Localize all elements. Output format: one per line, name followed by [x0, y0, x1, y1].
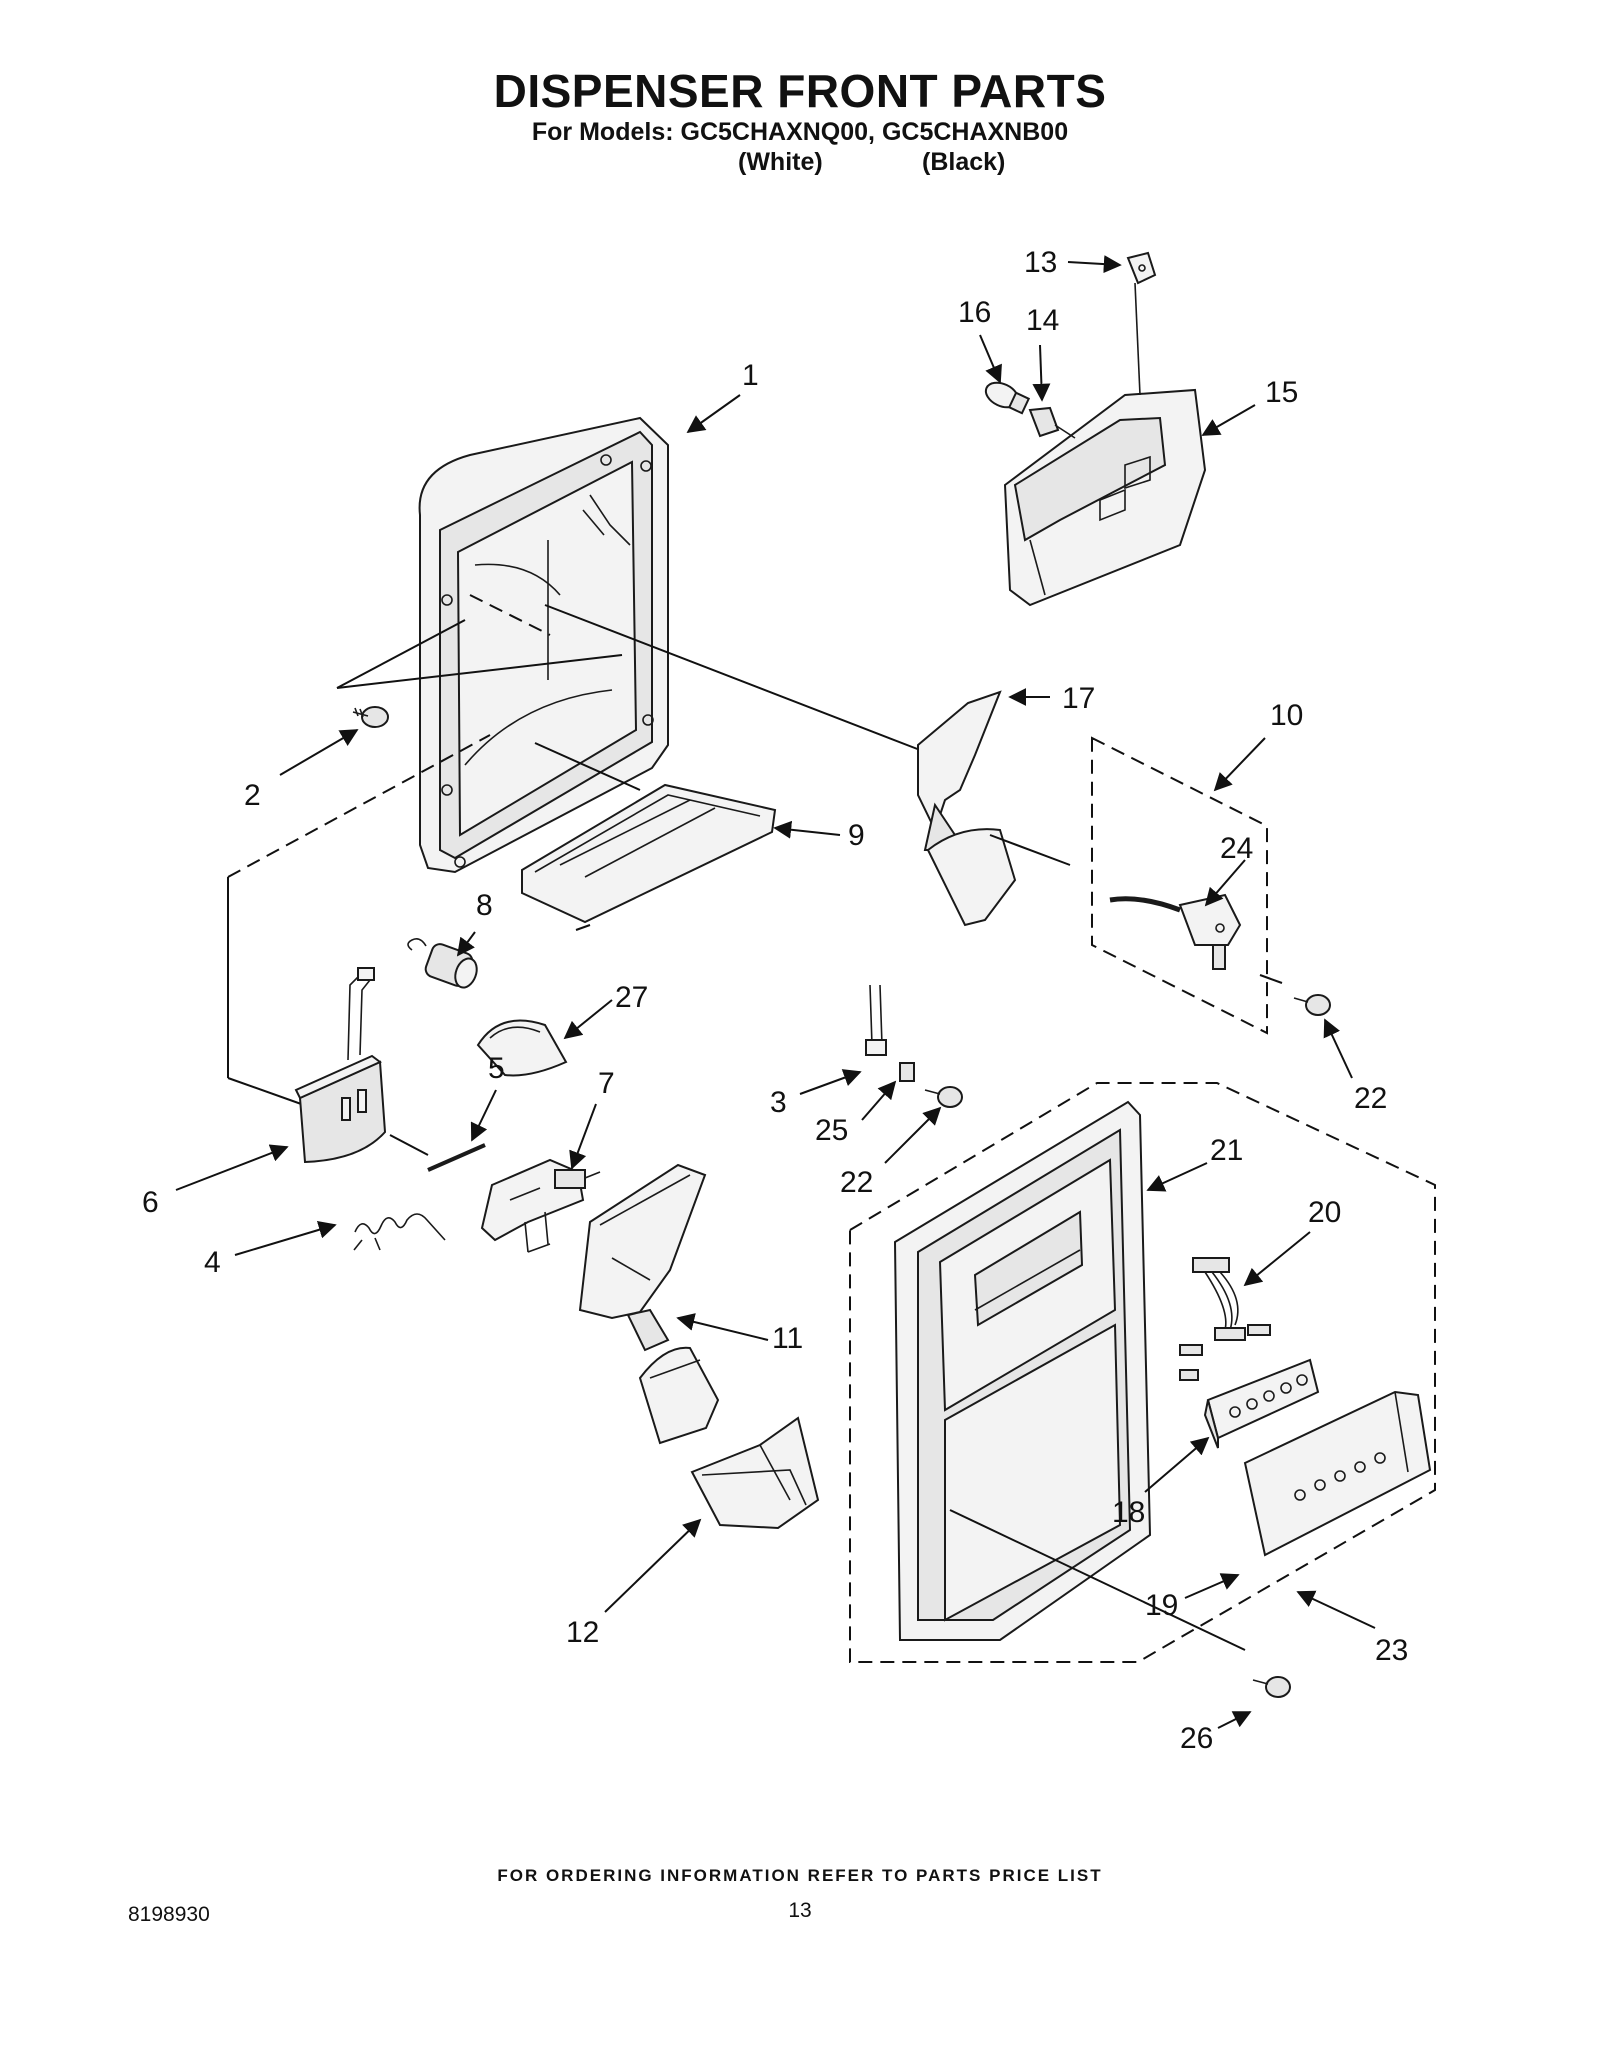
callout-22-right: 22: [1354, 1082, 1387, 1115]
clip-part-3: [865, 984, 887, 1056]
callout-25: 25: [815, 1114, 848, 1147]
connector-line: [534, 742, 641, 791]
solenoid-part-8: [407, 938, 478, 989]
callout-13: 13: [1024, 246, 1057, 279]
callout-4: 4: [204, 1246, 221, 1279]
dashed-connector: [469, 594, 551, 636]
clip-part-13: [1126, 251, 1157, 285]
connector-line: [544, 604, 921, 751]
callout-26: 26: [1180, 1722, 1213, 1755]
variant-black: (Black): [922, 148, 1006, 176]
callout-3: 3: [770, 1086, 787, 1119]
dispenser-front-part-21: [893, 1100, 1246, 1651]
switch-box-part-6: [294, 967, 387, 1164]
callout-27: 27: [615, 981, 648, 1014]
page-number: 13: [788, 1899, 812, 1922]
lever-bracket-part-7: [480, 1158, 601, 1253]
screw-part-22-middle: [924, 1086, 963, 1108]
callout-2: 2: [244, 779, 261, 812]
water-lever-part-17: [917, 690, 1071, 927]
ice-lever-part-11: [578, 1163, 720, 1445]
callout-23: 23: [1375, 1634, 1408, 1667]
callout-1: 1: [742, 359, 759, 392]
dispenser-housing-part-1: [418, 416, 669, 874]
callout-21: 21: [1210, 1134, 1243, 1167]
callout-11: 11: [772, 1322, 803, 1355]
switch-housing-part-15: [1003, 282, 1207, 607]
screw-part-22-right: [1259, 974, 1331, 1016]
callout-14: 14: [1026, 304, 1059, 337]
callout-18: 18: [1112, 1496, 1145, 1529]
callout-15: 15: [1265, 376, 1298, 409]
connector-line: [336, 654, 623, 689]
wire-harness-part-20: [1179, 1257, 1271, 1381]
pin-part-5: [389, 1134, 486, 1172]
socket-part-14: [1028, 406, 1076, 439]
dashed-connector: [227, 734, 491, 878]
callout-24: 24: [1220, 832, 1253, 865]
callout-8: 8: [476, 889, 493, 922]
callout-7: 7: [598, 1067, 615, 1100]
cover-part-27: [476, 1019, 568, 1077]
callout-9: 9: [848, 819, 865, 852]
callout-labels: 1 2 3 4 5 6 7 8 9 10 11 12 13 14 15 16 1…: [142, 246, 1408, 1755]
screw-part-26: [1252, 1676, 1291, 1698]
plate-part-25: [899, 1062, 915, 1082]
models-line: For Models: GC5CHAXNQ00, GC5CHAXNB00: [531, 118, 1069, 146]
assembly-outline-10: [1091, 736, 1268, 1035]
callout-19: 19: [1145, 1589, 1178, 1622]
connector-line: [336, 619, 466, 689]
assembly-outline-23: [849, 1082, 1436, 1663]
callout-16: 16: [958, 296, 991, 329]
page-title: DISPENSER FRONT PARTS: [493, 65, 1107, 117]
callout-20: 20: [1308, 1196, 1341, 1229]
callout-22-middle: 22: [840, 1166, 873, 1199]
leader-arrows: [175, 255, 1376, 1729]
bulb-part-16: [984, 381, 1031, 415]
actuator-part-24: [1109, 893, 1242, 970]
ice-chute-part-12: [690, 1416, 820, 1530]
screw-part-2: [352, 706, 389, 728]
control-board-part-18: [1203, 1358, 1320, 1449]
spring-part-4: [353, 1213, 446, 1251]
overlay-panel-part-19: [1243, 1390, 1432, 1557]
callout-12: 12: [566, 1616, 599, 1649]
document-number: 8198930: [128, 1903, 210, 1926]
ordering-note: FOR ORDERING INFORMATION REFER TO PARTS …: [497, 1866, 1103, 1885]
callout-6: 6: [142, 1186, 159, 1219]
drip-tray-part-9: [521, 783, 777, 931]
callout-17: 17: [1062, 682, 1095, 715]
callout-5: 5: [488, 1052, 505, 1085]
callout-10: 10: [1270, 699, 1303, 732]
variant-white: (White): [738, 148, 823, 176]
